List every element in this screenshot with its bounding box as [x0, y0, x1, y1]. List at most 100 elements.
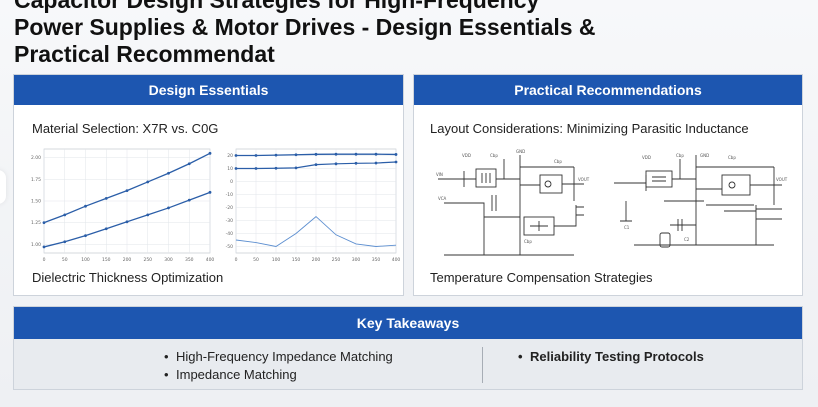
- svg-text:Cbp: Cbp: [676, 153, 684, 158]
- data-point: [42, 221, 46, 225]
- svg-text:Cbp: Cbp: [554, 159, 562, 164]
- practical-recommendations-panel: Practical Recommendations Layout Conside…: [413, 74, 803, 296]
- svg-text:GND: GND: [700, 153, 709, 158]
- data-point: [254, 154, 258, 157]
- data-point: [274, 153, 278, 157]
- data-point: [334, 152, 338, 156]
- data-point: [294, 166, 298, 170]
- page-title: Capacitor Design Strategies for High-Fre…: [14, 0, 804, 64]
- svg-text:C2: C2: [684, 237, 690, 242]
- takeaway-text: Reliability Testing Protocols: [530, 349, 704, 364]
- x-tick-label: 300: [164, 257, 173, 263]
- data-point: [84, 204, 87, 208]
- x-tick-label: 150: [292, 257, 301, 263]
- takeaway-item: • High-Frequency Impedance Matching: [164, 349, 393, 364]
- svg-text:VIN: VIN: [436, 172, 443, 177]
- data-point: [234, 167, 238, 170]
- data-point: [125, 189, 129, 192]
- title-line-2: Practical Recommendat: [14, 41, 275, 64]
- data-point: [125, 220, 129, 224]
- y-tick-label: -20: [226, 205, 233, 211]
- takeaway-item: •Impedance Matching: [164, 367, 297, 382]
- y-tick-label: 0: [230, 179, 233, 185]
- series-line: [235, 216, 397, 247]
- svg-text:GND: GND: [516, 149, 525, 154]
- material-selection-caption: Material Selection: X7R vs. C0G: [32, 121, 219, 136]
- design-essentials-panel: Design Essentials Material Selection: X7…: [13, 74, 404, 296]
- y-tick-label: -50: [226, 244, 233, 250]
- data-point: [294, 153, 298, 157]
- data-point: [208, 151, 212, 155]
- y-tick-label: 1.00: [31, 242, 41, 248]
- temperature-compensation-caption: Temperature Compensation Strategies: [430, 270, 653, 285]
- y-tick-label: 1.25: [31, 220, 41, 226]
- data-point: [167, 206, 170, 210]
- x-tick-label: 350: [372, 257, 381, 263]
- data-point: [187, 198, 191, 202]
- data-point: [354, 161, 358, 165]
- x-tick-label: 50: [62, 257, 68, 263]
- x-tick-label: 200: [123, 257, 132, 263]
- x-tick-label: 400: [392, 257, 400, 263]
- data-point: [104, 227, 108, 231]
- takeaway-item: • Reliability Testing Protocols: [518, 349, 704, 364]
- data-point: [42, 245, 46, 249]
- data-point: [354, 152, 358, 156]
- data-point: [187, 162, 191, 166]
- bullet-dot: •: [164, 349, 169, 364]
- x-tick-label: 350: [185, 257, 194, 263]
- data-point: [146, 213, 150, 217]
- column-divider: [482, 347, 483, 383]
- data-point: [394, 160, 398, 164]
- takeaway-text: Impedance Matching: [176, 367, 297, 382]
- x-tick-label: 250: [332, 257, 341, 263]
- x-tick-label: 400: [206, 257, 214, 263]
- y-tick-label: 10: [227, 166, 233, 172]
- data-point: [104, 197, 108, 200]
- x-tick-label: 250: [143, 257, 152, 263]
- x-tick-label: 50: [253, 257, 259, 263]
- data-point: [63, 240, 67, 244]
- y-tick-label: 2.00: [31, 155, 41, 161]
- y-tick-label: 1.75: [31, 177, 41, 183]
- key-takeaways-header: Key Takeaways: [14, 307, 802, 339]
- data-point: [374, 152, 378, 156]
- x-tick-label: 150: [102, 257, 111, 263]
- data-point: [394, 153, 398, 156]
- design-essentials-header: Design Essentials: [14, 75, 403, 105]
- data-point: [146, 180, 150, 184]
- data-point: [234, 154, 238, 157]
- data-point: [274, 166, 278, 170]
- data-point: [254, 167, 258, 170]
- key-takeaways-panel: Key Takeaways • High-Frequency Impedance …: [13, 306, 803, 390]
- data-point: [374, 161, 378, 165]
- layout-considerations-caption: Layout Considerations: Minimizing Parasi…: [430, 121, 749, 136]
- title-line-1: Power Supplies & Motor Drives - Design E…: [14, 14, 596, 40]
- edge-handle: [0, 170, 6, 204]
- y-tick-label: 1.50: [31, 199, 41, 205]
- svg-text:VDD: VDD: [642, 155, 651, 160]
- key-takeaways-body: •High-Frequency Impedance Matching •Impe…: [14, 339, 802, 389]
- y-tick-label: -30: [226, 218, 233, 224]
- data-point: [314, 163, 318, 166]
- svg-text:VOUT: VOUT: [776, 177, 788, 182]
- practical-recommendations-header: Practical Recommendations: [414, 75, 802, 105]
- title-line-0: Capacitor Design Strategies for High-Fre…: [14, 0, 540, 13]
- takeaway-text: High-Frequency Impedance Matching: [176, 349, 393, 364]
- x-tick-label: 100: [81, 257, 90, 263]
- svg-text:Cbp: Cbp: [524, 239, 532, 244]
- svg-text:VDD: VDD: [462, 153, 471, 158]
- svg-text:VCA: VCA: [438, 196, 447, 201]
- svg-text:Cbp: Cbp: [490, 153, 498, 158]
- data-point: [63, 213, 67, 217]
- svg-text:C1: C1: [624, 225, 630, 230]
- x-tick-label: 0: [235, 257, 238, 263]
- data-point: [334, 162, 338, 166]
- y-tick-label: 20: [227, 153, 233, 159]
- bullet-dot: •: [518, 349, 523, 364]
- data-point: [167, 171, 170, 175]
